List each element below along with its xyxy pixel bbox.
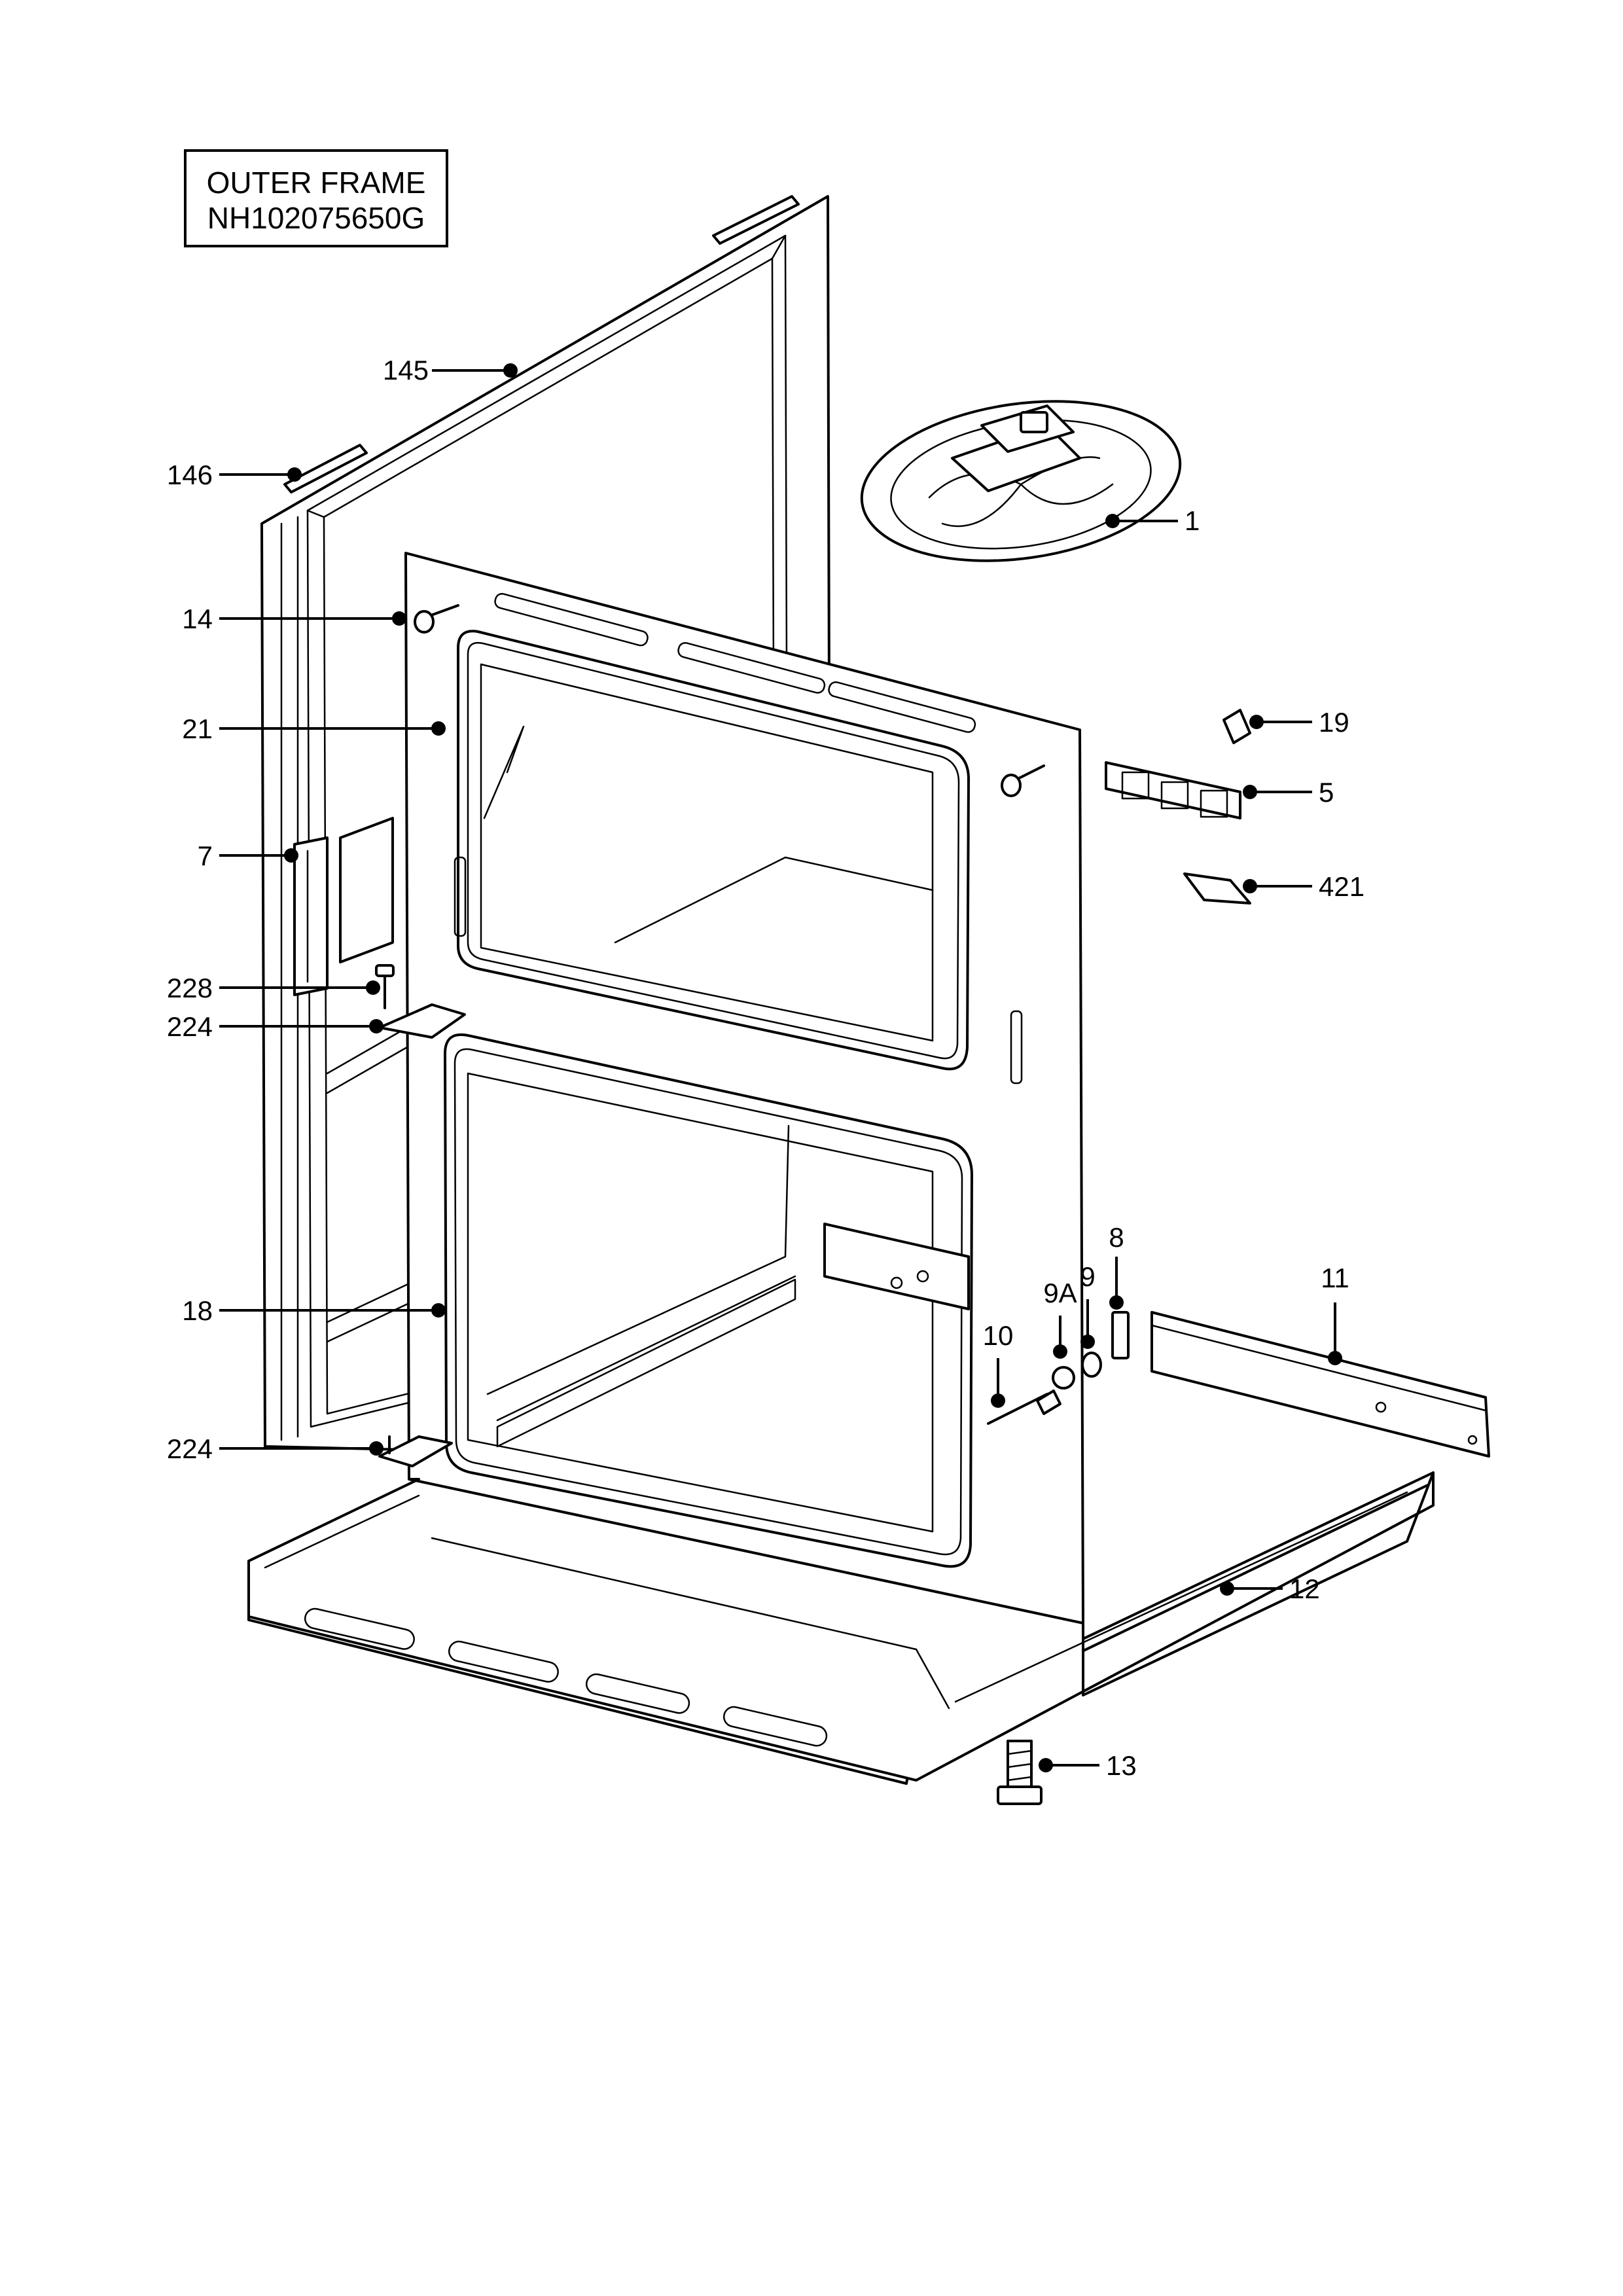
screw-right [1001, 764, 1045, 797]
front-frame [404, 552, 1084, 1624]
callout-421: 421 [1243, 871, 1364, 902]
callout-421-label: 421 [1319, 871, 1364, 902]
callout-12-label: 12 [1289, 1573, 1320, 1604]
callout-228: 228 [167, 973, 380, 1003]
callout-146: 146 [167, 459, 302, 490]
foot-13 [997, 1740, 1043, 1805]
fan-assembly [860, 400, 1182, 562]
callout-11: 11 [1321, 1263, 1349, 1365]
clip-19 [1222, 709, 1251, 744]
screw-14 [414, 604, 459, 634]
switch-421 [1183, 872, 1251, 905]
callout-228-label: 228 [167, 973, 213, 1003]
callout-21: 21 [182, 713, 446, 744]
callout-1: 1 [1105, 505, 1200, 536]
bracket-224-lower [378, 1435, 453, 1467]
callout-19-label: 19 [1319, 707, 1349, 738]
base-tray [247, 1471, 1435, 1785]
callout-5-label: 5 [1319, 777, 1334, 808]
callout-7-label: 7 [198, 840, 213, 871]
callout-14: 14 [182, 603, 406, 634]
bracket-224-upper [378, 1003, 466, 1039]
callout-1-label: 1 [1185, 505, 1200, 536]
washer-9 [1081, 1352, 1102, 1378]
nut-9A [1052, 1366, 1075, 1390]
terminal-block-5 [1105, 761, 1241, 819]
callout-13: 13 [1039, 1750, 1137, 1781]
callout-145-label: 145 [383, 355, 429, 386]
title-line-1: OUTER FRAME [206, 166, 426, 200]
callout-18: 18 [182, 1295, 446, 1326]
callout-14-label: 14 [182, 603, 213, 634]
callout-18-label: 18 [182, 1295, 213, 1326]
pin-228 [375, 964, 395, 1009]
callout-146-label: 146 [167, 459, 213, 490]
callout-9A: 9A [1043, 1278, 1077, 1359]
callout-7: 7 [198, 840, 298, 871]
callout-224-lower: 224 [167, 1433, 383, 1464]
callout-11-label: 11 [1321, 1263, 1349, 1293]
callout-12: 12 [1220, 1573, 1320, 1604]
callout-10: 10 [983, 1320, 1014, 1408]
ignitor-10 [987, 1390, 1061, 1425]
callout-10-label: 10 [983, 1320, 1014, 1351]
callout-9: 9 [1080, 1261, 1096, 1349]
callout-224-lower-label: 224 [167, 1433, 213, 1464]
callout-8-label: 8 [1109, 1222, 1124, 1253]
title-line-2: NH102075650G [207, 201, 425, 235]
callout-19: 19 [1249, 707, 1349, 738]
callout-13-label: 13 [1106, 1750, 1137, 1781]
side-rail [1150, 1311, 1490, 1458]
callout-8: 8 [1109, 1222, 1124, 1310]
callout-9A-label: 9A [1043, 1278, 1077, 1308]
title-box: OUTER FRAME NH102075650G [184, 149, 448, 247]
plate-8 [1111, 1311, 1130, 1359]
callout-5: 5 [1243, 777, 1334, 808]
callout-224-upper-label: 224 [167, 1011, 213, 1042]
callout-224-upper: 224 [167, 1011, 383, 1042]
callout-145: 145 [383, 355, 518, 386]
callout-21-label: 21 [182, 713, 213, 744]
small-parts [375, 604, 1251, 1805]
callout-9-label: 9 [1080, 1261, 1095, 1292]
